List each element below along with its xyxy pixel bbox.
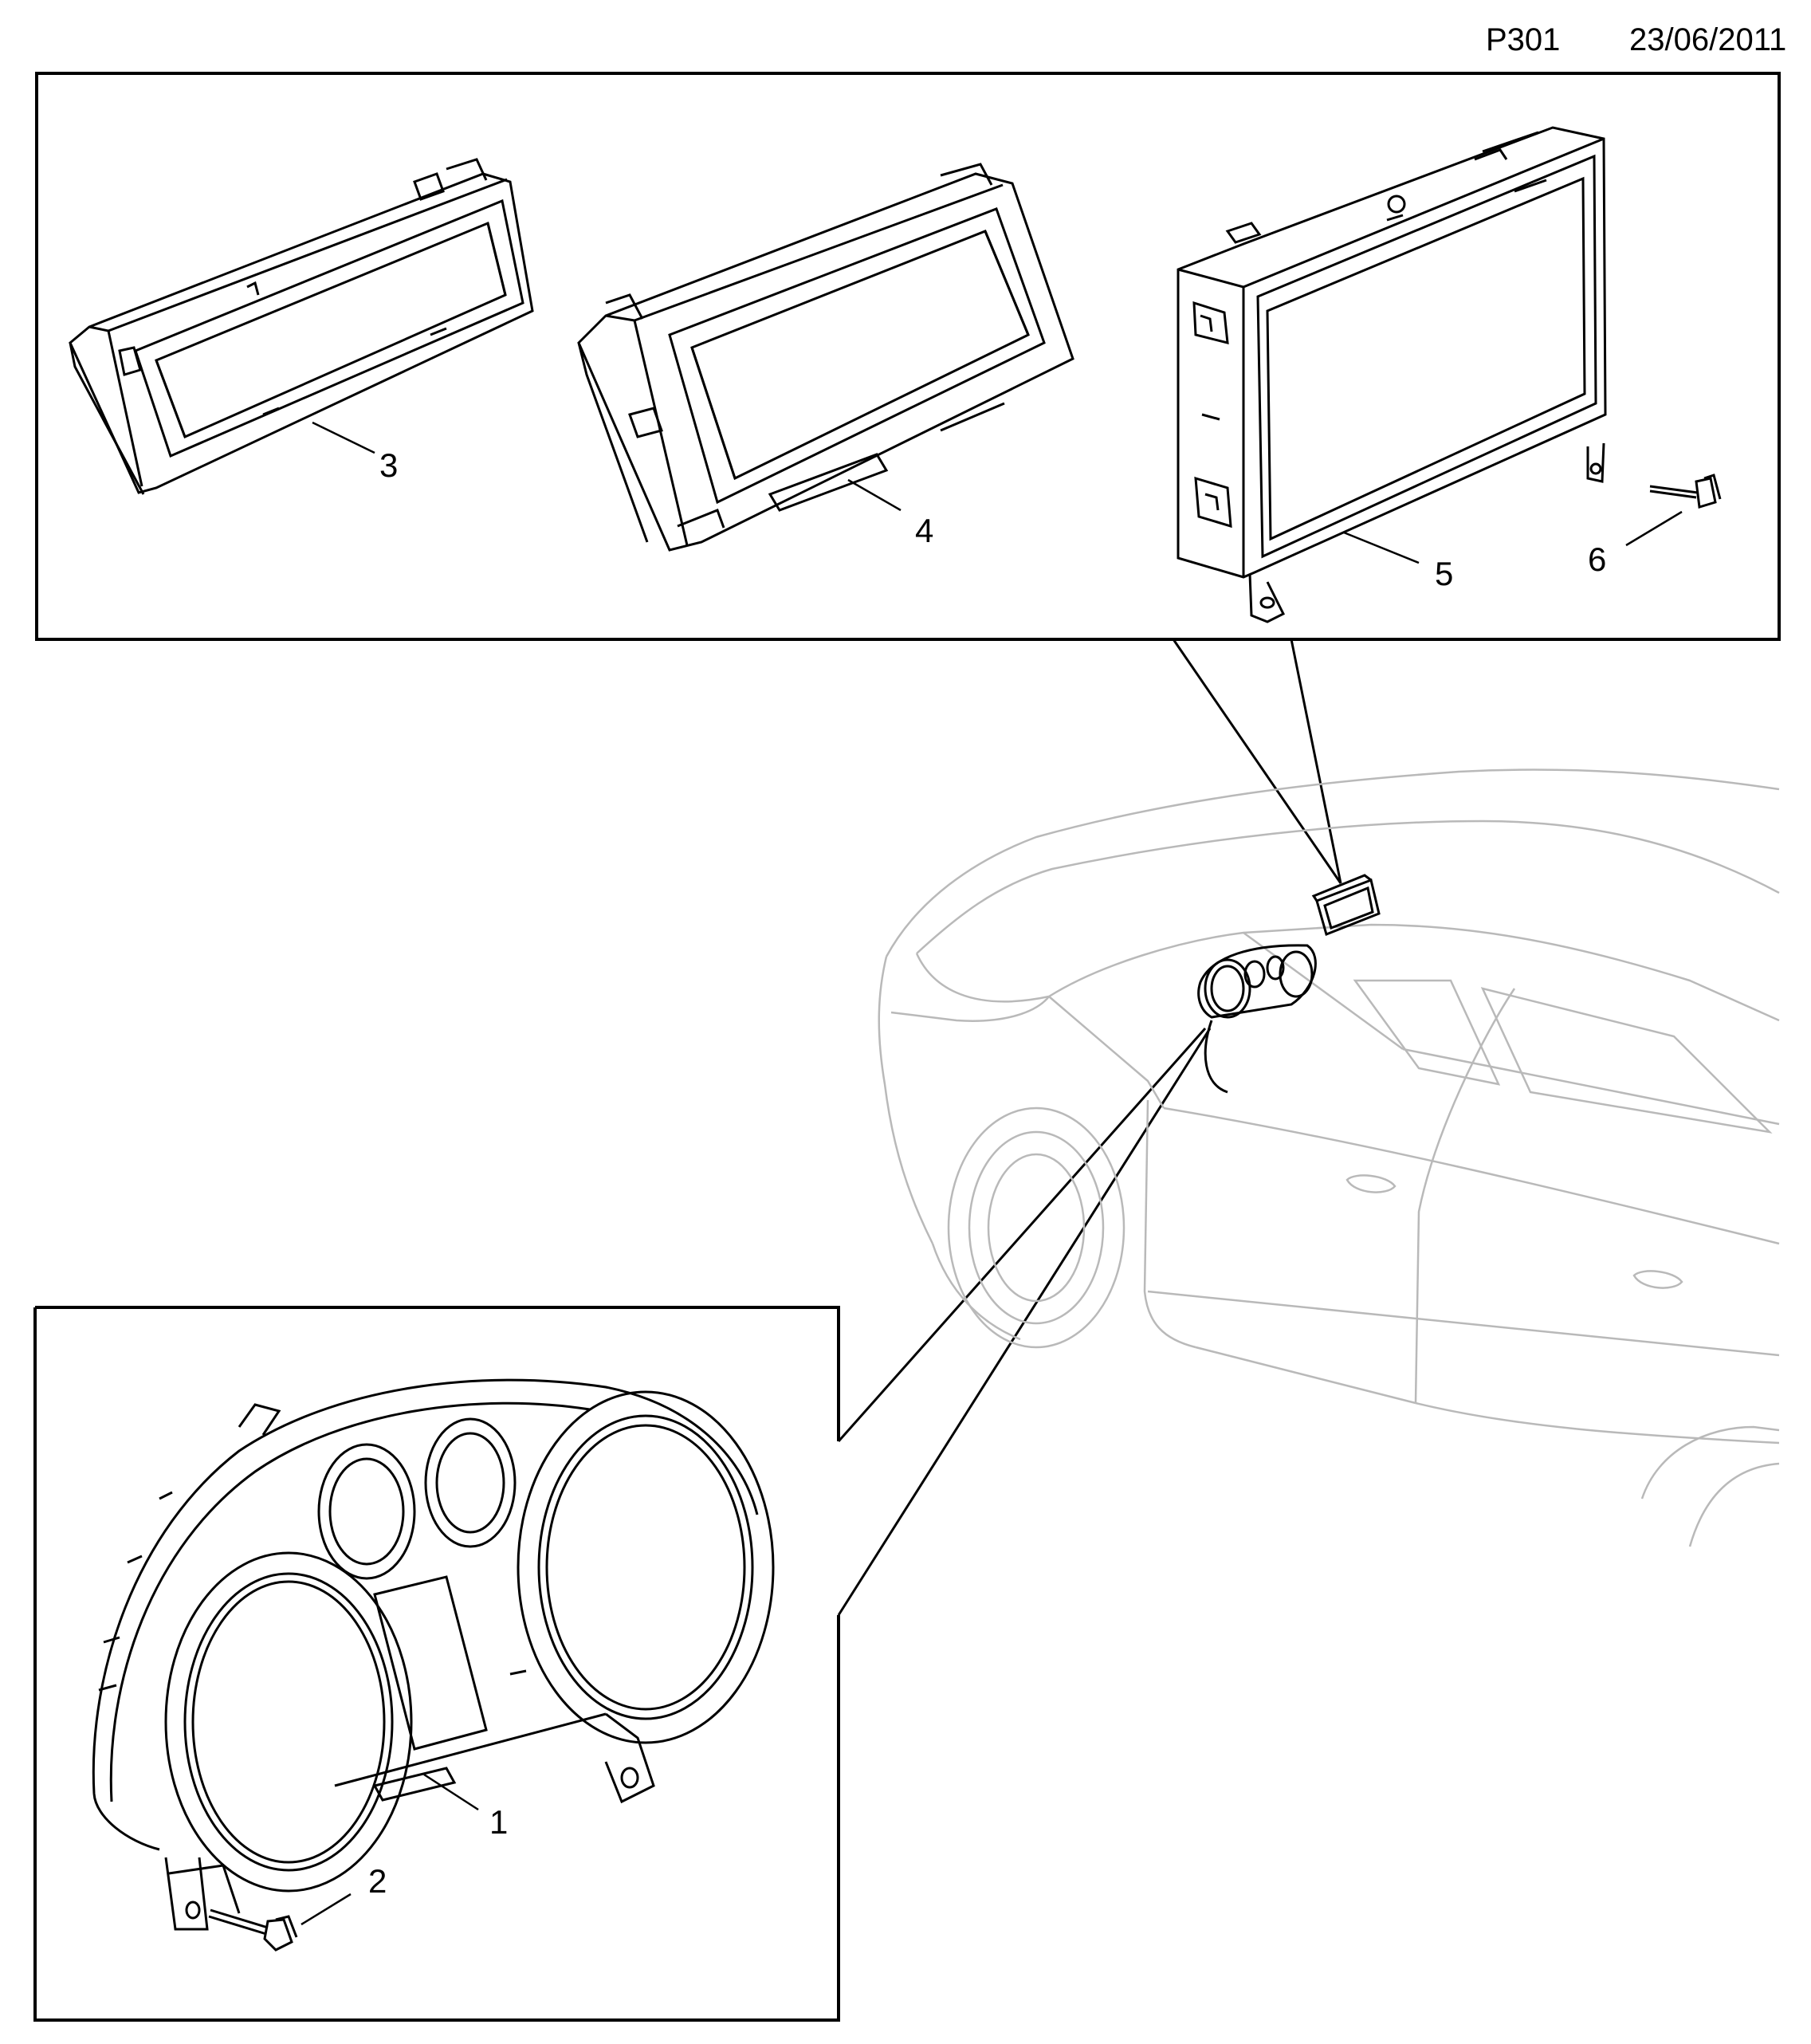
page-code: P301 — [1486, 22, 1561, 57]
bottom-detail-panel — [33, 1306, 840, 2022]
screw-part-6 — [1649, 474, 1722, 509]
callout-3: 3 — [379, 446, 398, 484]
radio-display-unit-part-5 — [1177, 126, 1607, 623]
car-outline — [878, 768, 1780, 1547]
callout-5: 5 — [1435, 555, 1453, 592]
callout-leader-3 — [312, 421, 375, 454]
callout-6: 6 — [1588, 540, 1606, 578]
callout-4: 4 — [915, 512, 933, 549]
instrument-cluster-part-1 — [92, 1378, 775, 1931]
callout-leader-5 — [1343, 531, 1420, 564]
cluster-on-car — [1197, 944, 1317, 1094]
radio-on-car — [1311, 874, 1381, 937]
callout-leader-1 — [423, 1773, 479, 1811]
display-housing-part-4 — [577, 163, 1074, 552]
screw-part-2 — [208, 1908, 298, 1952]
display-frame-part-3 — [69, 158, 534, 495]
callout-leader-6 — [1625, 510, 1683, 547]
callout-2: 2 — [368, 1862, 387, 1900]
callout-leader-2 — [301, 1893, 352, 1926]
top-detail-panel — [35, 72, 1781, 641]
callout-leader-4 — [847, 478, 902, 512]
pointer-lines-top — [1172, 639, 1342, 884]
page-date: 23/06/2011 — [1629, 22, 1787, 57]
callout-1: 1 — [489, 1803, 508, 1841]
